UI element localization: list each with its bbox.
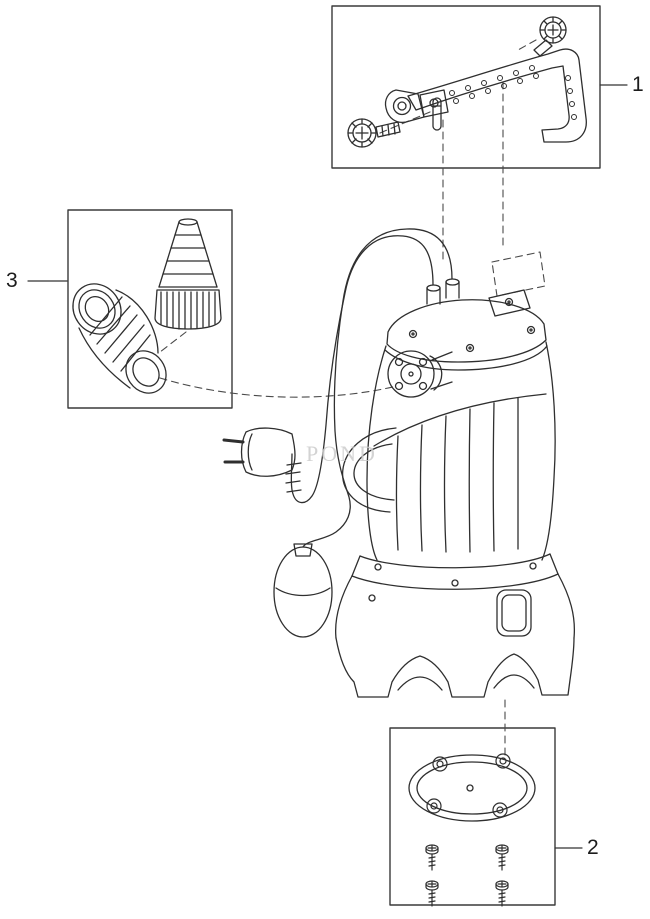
part-label-2: 2 bbox=[587, 836, 599, 859]
assembly-guide-lines bbox=[159, 39, 546, 758]
watermark-text: POND bbox=[306, 441, 378, 466]
pump-top-cap bbox=[384, 278, 548, 371]
stepped-hose-tail bbox=[158, 218, 218, 288]
callout-box-part2 bbox=[389, 727, 556, 906]
pump-illustration bbox=[222, 228, 576, 698]
callout-boxes bbox=[67, 5, 601, 906]
callout-box-part1 bbox=[331, 5, 601, 169]
star-knob-left bbox=[347, 118, 401, 148]
base-plate-illustration bbox=[408, 753, 536, 907]
part-label-1: 1 bbox=[632, 73, 644, 96]
threaded-elbow bbox=[72, 283, 167, 394]
callout-box-part3 bbox=[67, 209, 233, 409]
base-plate-screws bbox=[425, 844, 509, 907]
motor-housing bbox=[366, 341, 556, 561]
label-leader-lines bbox=[27, 84, 628, 849]
handle-pivot bbox=[384, 89, 449, 131]
outlet-flange bbox=[387, 350, 453, 398]
part-label-3: 3 bbox=[6, 269, 18, 292]
power-cables bbox=[285, 228, 453, 548]
union-nut bbox=[154, 289, 222, 330]
volute-base bbox=[334, 573, 576, 698]
handle-holes bbox=[449, 65, 577, 120]
hose-connector-illustration bbox=[72, 218, 222, 394]
float-switch bbox=[273, 543, 333, 638]
handle-assembly-illustration bbox=[347, 16, 587, 148]
mid-flange bbox=[351, 553, 559, 590]
star-knob-top bbox=[533, 16, 567, 57]
mains-plug bbox=[222, 427, 296, 477]
